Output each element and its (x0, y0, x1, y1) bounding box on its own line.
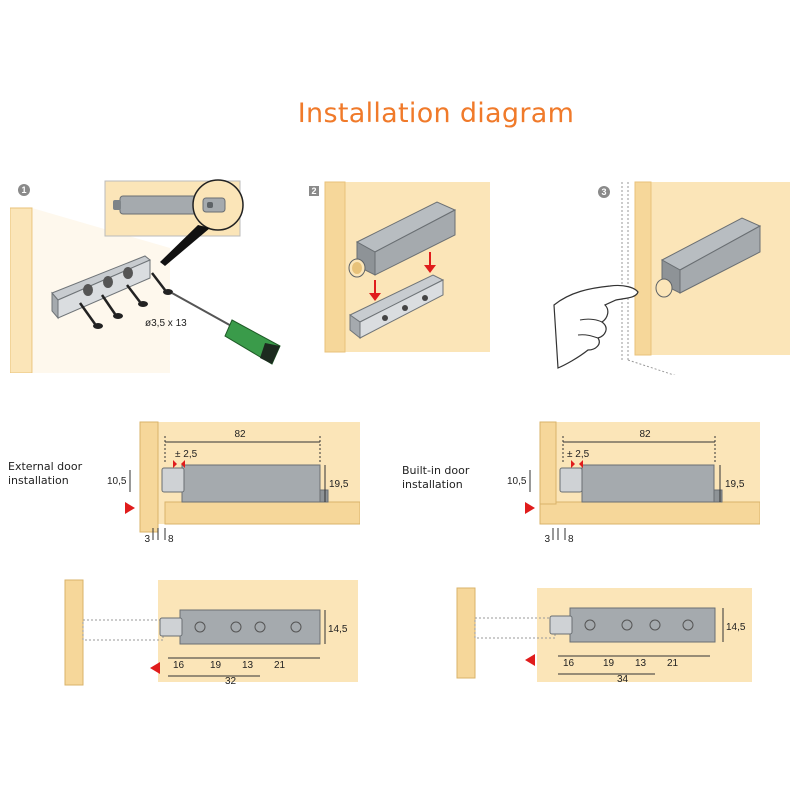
svg-text:2: 2 (311, 186, 316, 196)
step-3-badge: 3 (598, 186, 610, 198)
built-in-door-diagram: 82 ± 2,5 19,5 10,5 3 8 (505, 420, 760, 550)
bottom-right-diagram: 14,5 16 19 13 21 34 (455, 578, 755, 688)
svg-text:34: 34 (617, 674, 629, 685)
svg-text:14,5: 14,5 (726, 622, 746, 633)
svg-text:82: 82 (639, 429, 651, 440)
push-latch-body (655, 217, 762, 298)
reference-arrow-icon (525, 654, 535, 666)
dimension-lines (529, 436, 721, 540)
svg-text:8: 8 (168, 534, 174, 545)
built-in-door-label: Built-in door installation (402, 464, 470, 491)
bottom-left-svg: 14,5 16 19 13 21 32 (64, 579, 358, 687)
step-1-illustration: 1 (10, 179, 281, 373)
svg-text:13: 13 (635, 658, 647, 669)
svg-text:21: 21 (274, 660, 286, 671)
svg-text:19,5: 19,5 (725, 479, 745, 490)
mounting-holes (194, 621, 302, 633)
svg-text:16: 16 (563, 658, 575, 669)
step-3-panel: 3 (550, 180, 790, 375)
svg-text:± 2,5: ± 2,5 (567, 449, 590, 460)
external-door-svg: 82 ± 2,5 19,5 10,5 3 8 (107, 421, 360, 545)
svg-text:21: 21 (667, 658, 679, 669)
svg-text:8: 8 (568, 534, 574, 545)
svg-text:32: 32 (225, 676, 237, 687)
step-1-badge: 1 (18, 184, 30, 196)
page-title: Installation diagram (297, 98, 575, 129)
dimension-lines (129, 436, 326, 540)
screwdriver (171, 292, 281, 365)
svg-text:3: 3 (144, 534, 150, 545)
mounting-holes (584, 619, 694, 631)
reference-arrow-icon (525, 502, 535, 514)
svg-text:3: 3 (544, 534, 550, 545)
svg-text:16: 16 (173, 660, 185, 671)
step-1-panel: 1 (10, 178, 300, 373)
mounting-plate (349, 274, 445, 340)
bottom-right-svg: 14,5 16 19 13 21 34 (456, 587, 752, 685)
svg-text:10,5: 10,5 (507, 476, 527, 487)
step-2-illustration: 2 (309, 181, 490, 353)
svg-text:13: 13 (242, 660, 254, 671)
reference-arrow-icon (150, 662, 160, 674)
built-in-door-svg: 82 ± 2,5 19,5 10,5 3 8 (507, 421, 760, 545)
external-door-label: External door installation (8, 460, 83, 487)
svg-text:19,5: 19,5 (329, 479, 349, 490)
step-2-panel: 2 (305, 180, 490, 353)
screws (78, 272, 173, 329)
hand-icon (553, 284, 639, 369)
svg-text:10,5: 10,5 (107, 476, 127, 487)
svg-text:1: 1 (21, 185, 26, 195)
svg-text:3: 3 (601, 187, 606, 197)
down-arrow-icon (369, 252, 436, 301)
svg-text:14,5: 14,5 (328, 624, 348, 635)
step-3-illustration: 3 (553, 181, 790, 375)
screw-size-label: ø3,5 x 13 (145, 318, 187, 329)
external-door-diagram: 82 ± 2,5 19,5 10,5 3 8 (105, 420, 360, 550)
step-2-badge: 2 (309, 186, 319, 196)
svg-text:19: 19 (603, 658, 615, 669)
bottom-left-diagram: 14,5 16 19 13 21 32 (60, 578, 360, 688)
push-latch-body (348, 201, 457, 278)
svg-text:± 2,5: ± 2,5 (175, 449, 198, 460)
svg-text:19: 19 (210, 660, 222, 671)
detail-inset (104, 179, 244, 266)
svg-text:82: 82 (234, 429, 246, 440)
reference-arrow-icon (125, 502, 135, 514)
